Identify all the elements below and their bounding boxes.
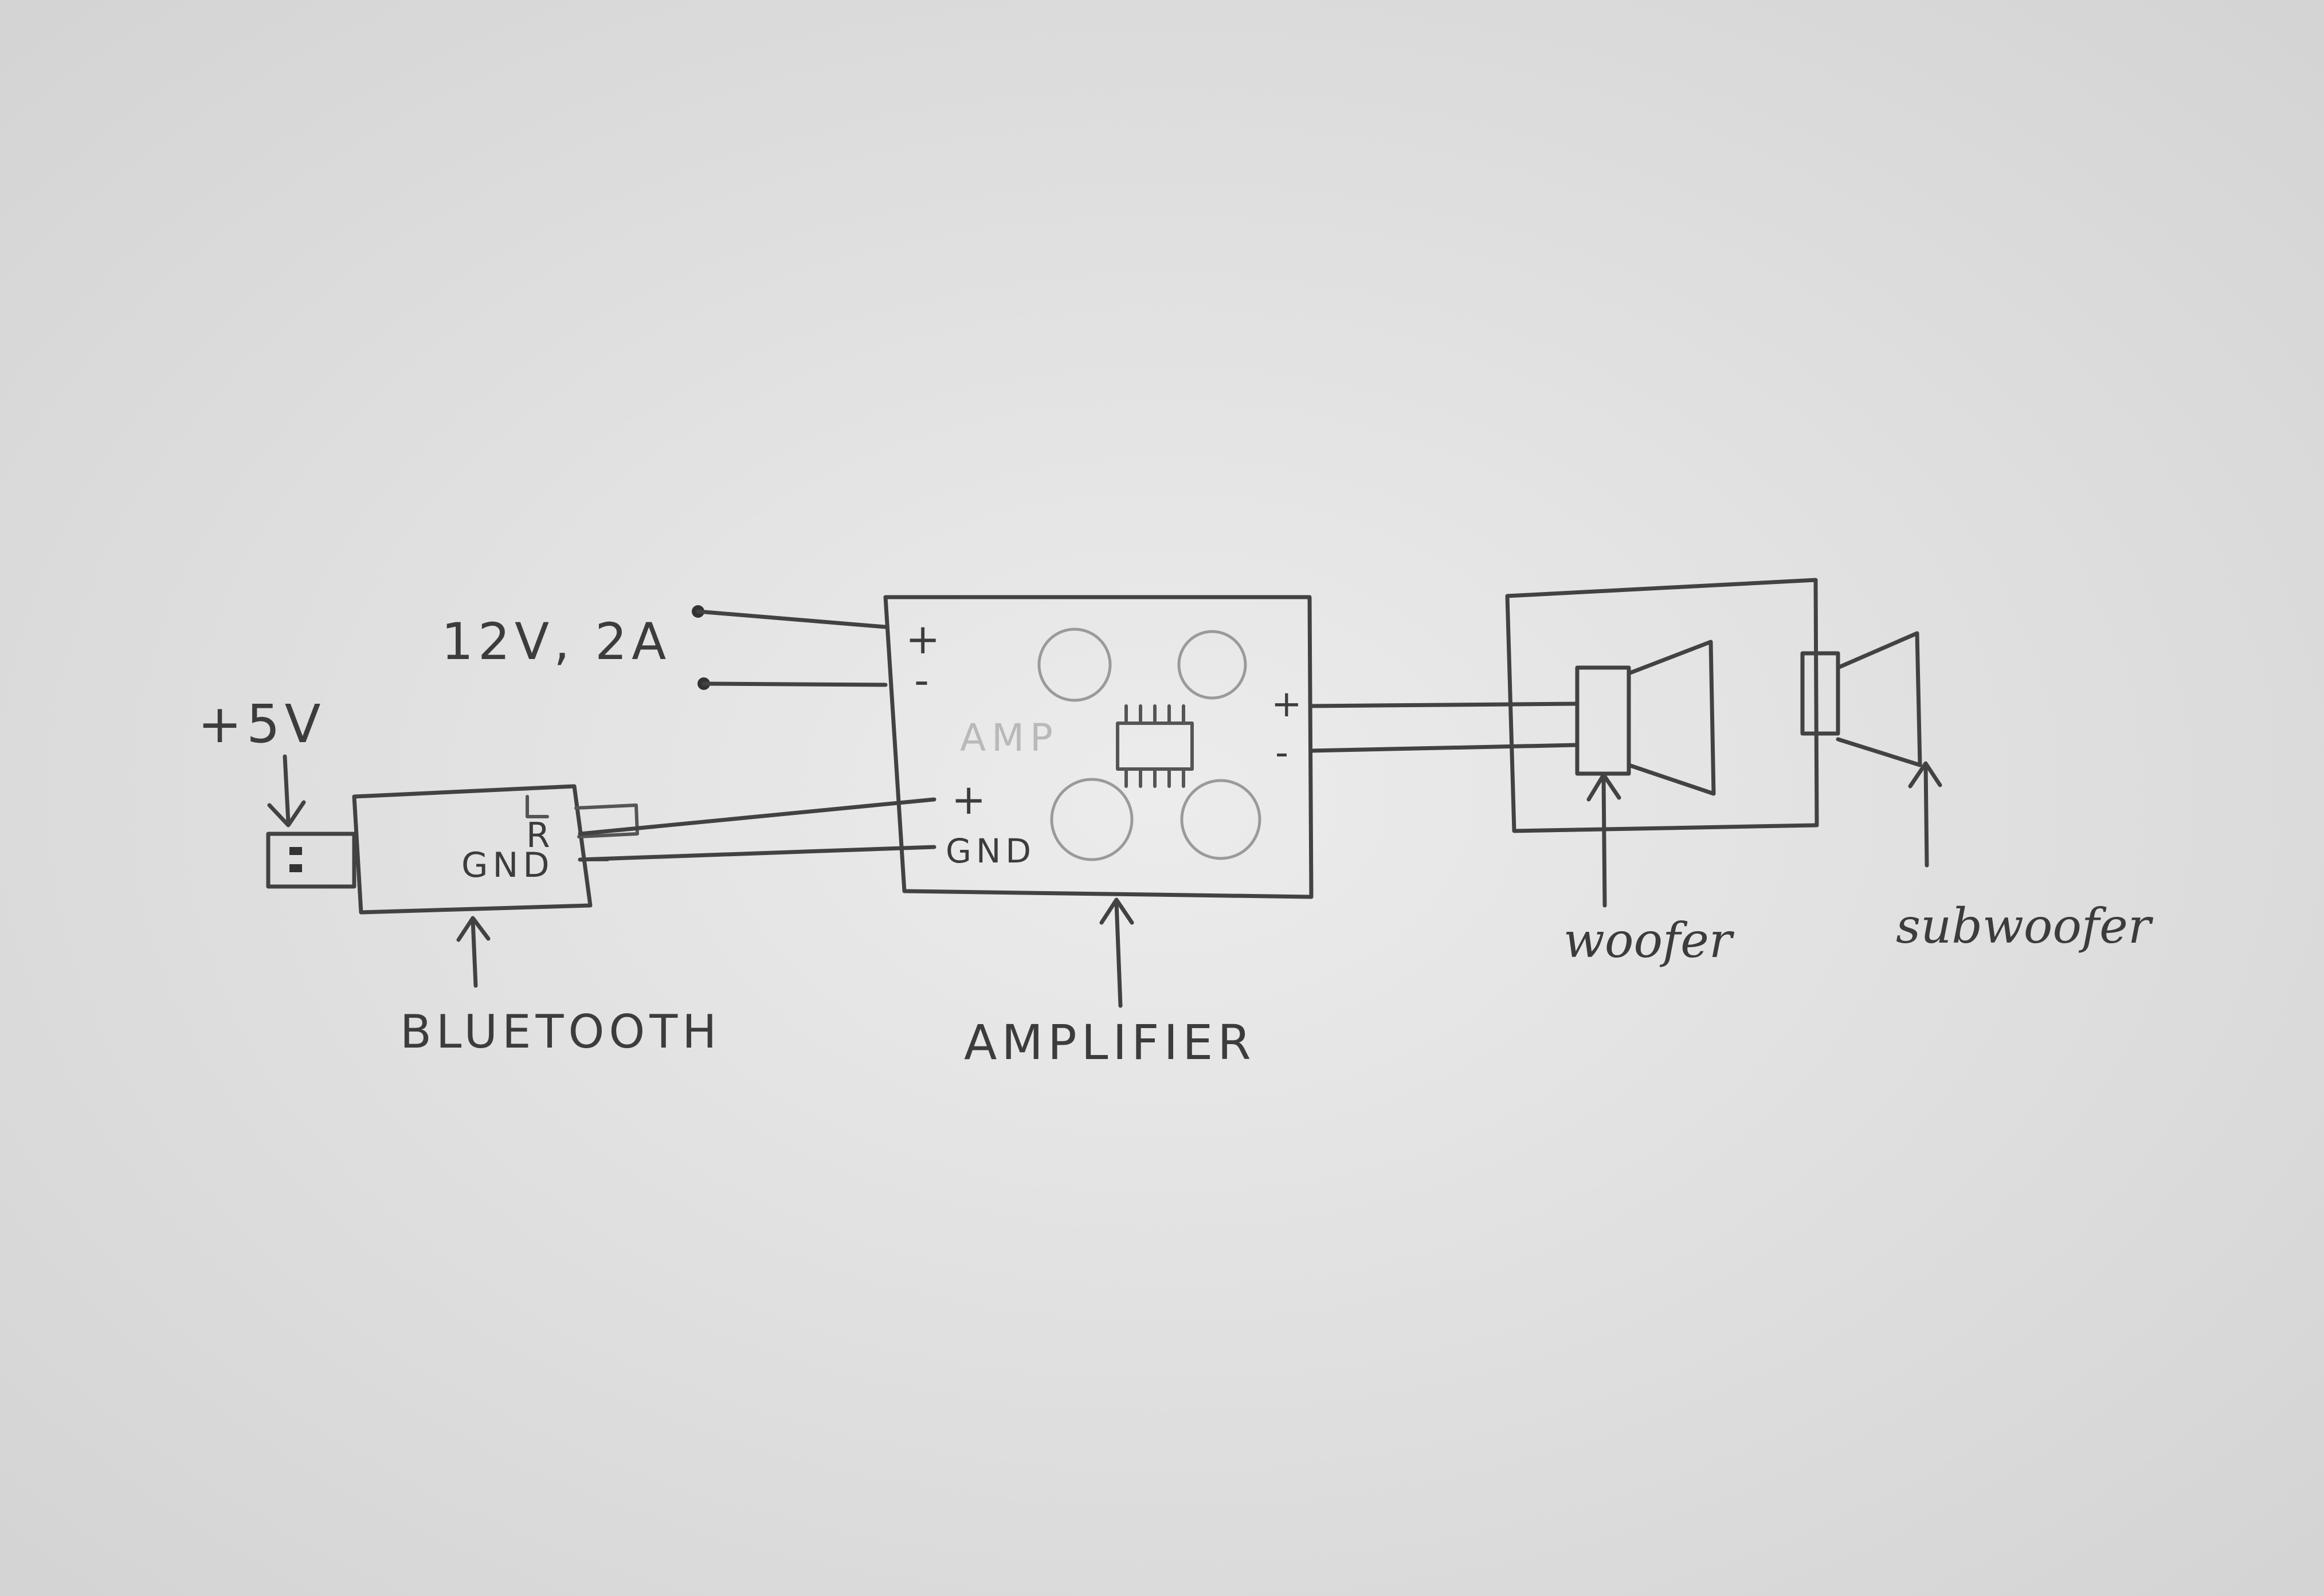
power-supply-leads: [692, 605, 888, 690]
subwoofer-label: subwoofer: [1896, 898, 2154, 954]
usb-power-arrow: [267, 754, 306, 828]
bluetooth-pin-ground: GND: [461, 845, 554, 885]
bluetooth-label: BLUETOOTH: [400, 1005, 721, 1058]
amplifier-input-ground: GND: [946, 832, 1036, 870]
amplifier-pointer-arrow: [1099, 897, 1134, 1008]
amplifier-input-plus: +: [951, 775, 990, 824]
amplifier-label: AMPLIFIER: [964, 1014, 1256, 1070]
supply-voltage-label: 12V, 2A: [441, 612, 671, 671]
amplifier-capacitor: [1180, 779, 1261, 860]
subwoofer-pointer-arrow: [1908, 761, 1942, 868]
subwoofer-speaker: [1800, 631, 1922, 767]
amplifier-output-minus: -: [1275, 732, 1293, 774]
amplifier-capacitor: [1177, 630, 1247, 700]
speaker-enclosure: [1505, 578, 1922, 833]
signal-wires: [578, 797, 936, 862]
amplifier-ic-chip: [1116, 704, 1194, 788]
woofer-pointer-arrow: [1586, 772, 1621, 908]
amplifier-capacitor: [1037, 628, 1112, 702]
amplifier-board: AMP + - + GND + -: [883, 595, 1314, 899]
bluetooth-pin-right: R: [526, 815, 555, 856]
amplifier-capacitor: [1050, 778, 1134, 861]
usb-plug: [266, 832, 356, 889]
woofer-label: woofer: [1563, 912, 1735, 968]
usb-voltage-label: +5V: [198, 693, 326, 755]
bluetooth-pointer-arrow: [456, 916, 491, 988]
amplifier-power-plus: +: [906, 615, 945, 663]
amplifier-power-minus: -: [914, 656, 934, 704]
speaker-wires: [1309, 701, 1580, 753]
amplifier-output-plus: +: [1271, 683, 1307, 726]
amplifier-board-marking: AMP: [960, 716, 1059, 760]
